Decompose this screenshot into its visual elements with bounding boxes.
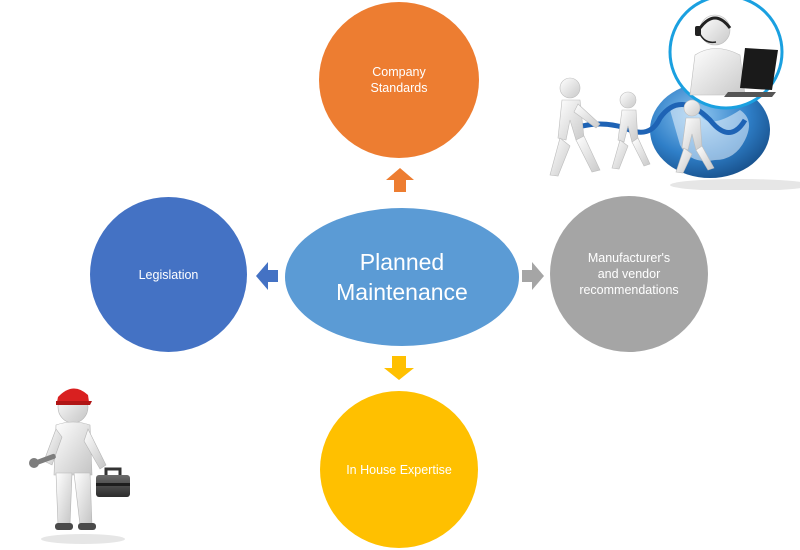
center-node-line2: Maintenance: [336, 279, 468, 305]
arrow-left-icon: [256, 262, 278, 290]
node-manufacturer-line3: recommendations: [579, 283, 679, 297]
support-team-globe-illustration: [549, 0, 800, 190]
node-manufacturer-line2: and vendor: [597, 267, 661, 281]
arrow-up-icon: [386, 168, 414, 192]
node-legislation-label: Legislation: [138, 267, 199, 282]
node-manufacturer-recommendations: Manufacturer's and vendor recommendation…: [550, 196, 708, 352]
node-manufacturer-line1: Manufacturer's: [587, 251, 671, 265]
node-company-standards: Company Standards: [319, 2, 479, 158]
center-node-line1: Planned: [359, 249, 445, 275]
node-in-house-expertise: In House Expertise: [320, 391, 478, 548]
mechanic-with-toolbox-illustration: [29, 388, 130, 544]
node-in-house-expertise-label: In House Expertise: [346, 462, 452, 477]
node-legislation: Legislation: [90, 197, 247, 352]
arrow-right-icon: [522, 262, 544, 290]
center-node-planned-maintenance: Planned Maintenance: [285, 208, 519, 346]
node-company-standards-line2: Standards: [370, 81, 428, 95]
arrow-down-icon: [384, 356, 414, 380]
node-company-standards-line1: Company: [372, 65, 426, 79]
